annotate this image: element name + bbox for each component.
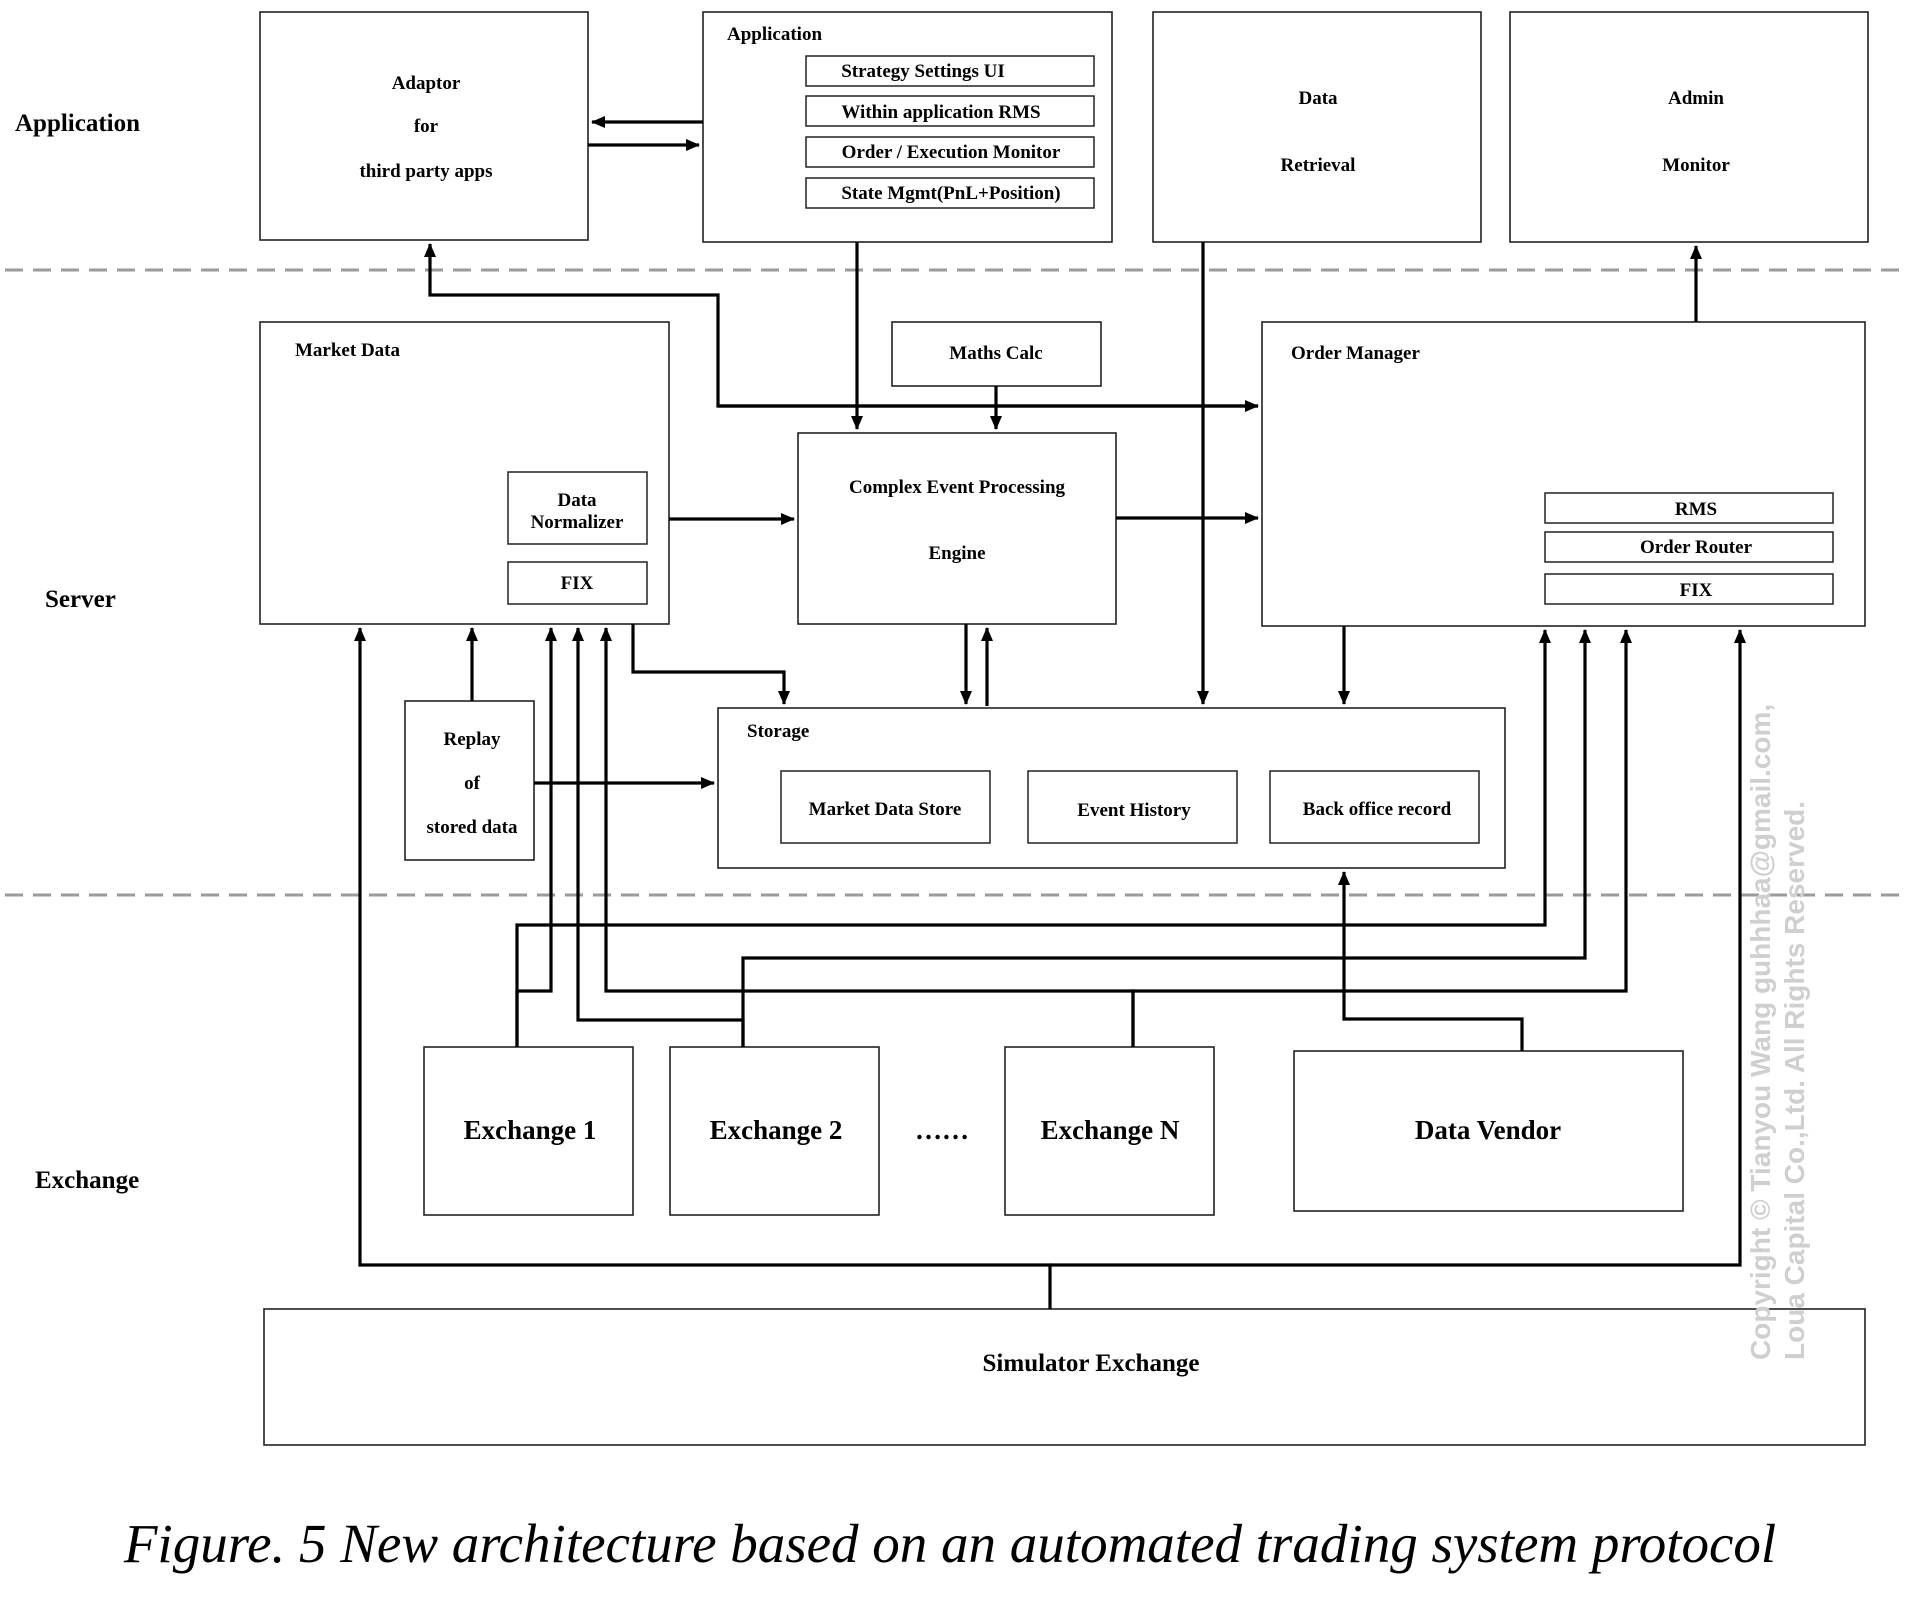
exchange-1-label: Exchange 1 [464, 1115, 597, 1145]
replay-line-3: stored data [427, 817, 518, 838]
order-manager-fix: FIX [1680, 580, 1713, 601]
market-data-title: Market Data [295, 340, 400, 361]
arrow-exchange-2-to-order-manager [741, 629, 1591, 1047]
storage-market-data-store: Market Data Store [809, 799, 962, 820]
admin-monitor-line-1: Admin [1668, 88, 1724, 109]
layer-label-application: Application [15, 110, 140, 137]
arrow-simulator-to-order-manager [1050, 629, 1746, 1267]
exchange-2-label: Exchange 2 [710, 1115, 843, 1145]
application-item-order-monitor: Order / Execution Monitor [842, 142, 1061, 163]
market-data-block: Market Data Data Normalizer FIX [259, 321, 670, 625]
replay-line-1: Replay [444, 729, 502, 750]
adaptor-line-1: Adaptor [392, 73, 461, 94]
data-normalizer-line-1: Data [557, 490, 597, 511]
replay-line-2: of [464, 773, 481, 794]
cep-line-1: Complex Event Processing [849, 477, 1066, 498]
storage-event-history: Event History [1077, 800, 1191, 821]
storage-back-office-record: Back office record [1303, 799, 1452, 820]
storage-block: Storage Market Data Store Event History … [717, 707, 1506, 869]
application-title: Application [727, 24, 822, 45]
arrow-data-vendor-to-storage [1338, 871, 1524, 1051]
connectors [354, 116, 1746, 1309]
data-retrieval-block: Data Retrieval [1152, 11, 1482, 243]
data-normalizer-line-2: Normalizer [531, 512, 624, 533]
exchange-n-block: Exchange N [1004, 1046, 1215, 1216]
replay-block: Replay of stored data [404, 700, 535, 861]
data-retrieval-line-1: Data [1298, 88, 1338, 109]
market-data-fix: FIX [561, 573, 594, 594]
data-vendor-label: Data Vendor [1415, 1115, 1561, 1145]
storage-title: Storage [747, 721, 809, 742]
adaptor-line-3: third party apps [359, 161, 492, 182]
layer-label-exchange: Exchange [35, 1167, 139, 1194]
exchange-n-label: Exchange N [1041, 1115, 1180, 1145]
cep-line-2: Engine [928, 543, 985, 564]
simulator-exchange-label: Simulator Exchange [983, 1350, 1200, 1377]
maths-calc-block: Maths Calc [891, 321, 1102, 387]
application-block: Application Strategy Settings UI Within … [702, 11, 1113, 243]
data-vendor-block: Data Vendor [1293, 1050, 1684, 1212]
simulator-exchange-block: Simulator Exchange [263, 1308, 1866, 1446]
order-manager-rms: RMS [1675, 499, 1717, 520]
watermark-line-1: Copyright © Tianyou Wang guhhhaa@gmail.c… [1745, 704, 1776, 1360]
application-item-strategy-settings: Strategy Settings UI [841, 61, 1005, 82]
exchange-ellipsis: …… [915, 1115, 969, 1145]
order-manager-block: Order Manager RMS Order Router FIX [1261, 321, 1866, 627]
cep-engine-block: Complex Event Processing Engine [797, 432, 1117, 625]
copyright-watermark: Copyright © Tianyou Wang guhhhaa@gmail.c… [1745, 704, 1810, 1360]
order-manager-router: Order Router [1640, 537, 1753, 558]
exchange-1-block: Exchange 1 [423, 1046, 634, 1216]
admin-monitor-line-2: Monitor [1662, 155, 1730, 176]
adaptor-line-2: for [414, 116, 439, 137]
arrow-market-data-to-storage [631, 624, 790, 705]
exchange-2-block: Exchange 2 [669, 1046, 880, 1216]
order-manager-title: Order Manager [1291, 343, 1420, 364]
arrow-exchange-1-to-order-manager [515, 629, 1551, 1047]
layer-label-server: Server [45, 586, 116, 613]
maths-calc-label: Maths Calc [949, 343, 1042, 364]
adaptor-block: Adaptor for third party apps [259, 11, 589, 241]
figure-caption: Figure. 5 New architecture based on an a… [123, 1513, 1776, 1574]
arrow-exchange-n-to-order-manager [1131, 629, 1632, 1047]
watermark-line-2: Loua Capital Co.,Ltd. All Rights Reserve… [1779, 801, 1810, 1360]
arrow-simulator-to-market-data [354, 627, 1052, 1309]
admin-monitor-block: Admin Monitor [1509, 11, 1869, 243]
application-item-rms: Within application RMS [841, 102, 1040, 123]
application-item-state-mgmt: State Mgmt(PnL+Position) [841, 183, 1060, 204]
data-retrieval-line-2: Retrieval [1281, 155, 1356, 176]
